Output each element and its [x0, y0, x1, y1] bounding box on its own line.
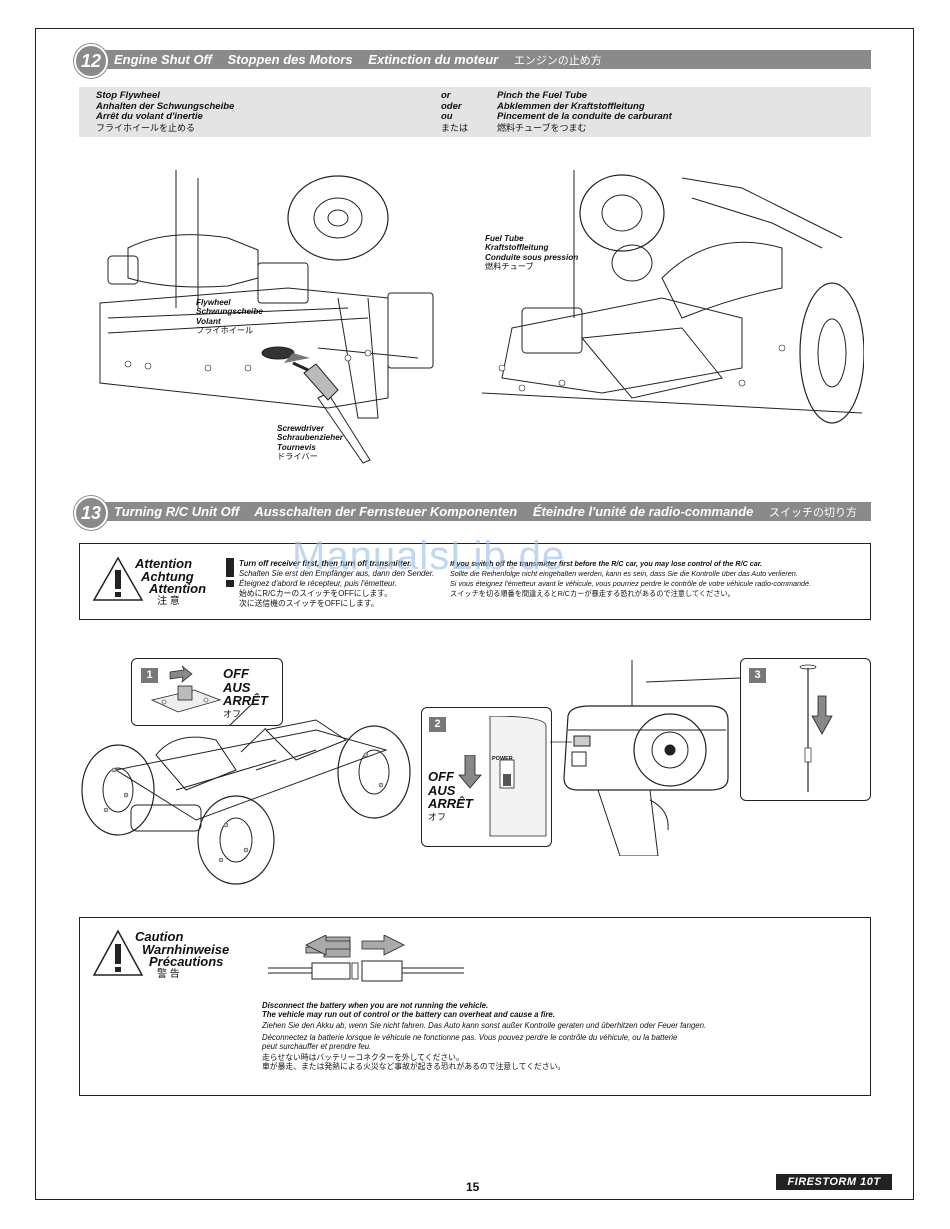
off-label-step2: OFF AUS ARRÊT オフ [428, 769, 473, 822]
caution-text: Disconnect the battery when you are not … [262, 1001, 707, 1072]
firestorm-logo: FIRESTORM 10T [776, 1174, 892, 1190]
section-13-title-de: Ausschalten der Fernsteuer Komponenten [254, 504, 518, 519]
page-frame [35, 28, 914, 1200]
power-label: POWER [492, 756, 513, 762]
flywheel-illustration [99, 170, 434, 464]
step-2-number: 2 [429, 717, 446, 732]
fuel-tube-illustration [482, 170, 864, 424]
section-12-title-en: Engine Shut Off [114, 52, 212, 67]
warning-icon [92, 556, 144, 601]
rc-car-illustration [81, 701, 411, 885]
attention-heading: Attention Achtung Attention 注 意 [135, 556, 207, 607]
section-12-title-bar: Engine Shut Off Stoppen des Motors Extin… [92, 50, 871, 69]
receiver-switch-icon [150, 665, 222, 713]
battery-connector-illustration [268, 935, 464, 982]
page-number: 15 [466, 1180, 480, 1194]
section-12-title-jp: エンジンの止め方 [513, 55, 602, 67]
flywheel-label: Flywheel Schwungscheibe Volant フライホイール [196, 298, 263, 336]
attention-text-right: If you switch off the transmitter first … [450, 559, 811, 598]
left-instruction: Stop Flywheel Anhalten der Schwungscheib… [96, 90, 235, 133]
right-instruction: Pinch the Fuel Tube Abklemmen der Krafts… [497, 90, 672, 133]
attention-box [79, 543, 871, 620]
screwdriver-label: Screwdriver Schraubenzieher Tournevis ドラ… [277, 424, 343, 462]
attention-text-left: Turn off receiver first, then turn off t… [239, 559, 435, 608]
section-13-title-bar: Turning R/C Unit Off Ausschalten der Fer… [92, 502, 871, 521]
antenna-icon [799, 664, 833, 792]
section-12-title-fr: Extinction du moteur [368, 52, 499, 67]
caution-box [79, 917, 871, 1096]
section-12-instruction-bar [79, 87, 871, 137]
step-1-number: 1 [141, 668, 158, 683]
section-13-title-en: Turning R/C Unit Off [114, 504, 240, 519]
or-words: or oder ou または [441, 90, 469, 133]
transmitter-illustration [550, 660, 740, 856]
watermark: ManualsLib.de [292, 534, 566, 578]
down-arrow-icon [458, 755, 482, 789]
section-12-title-de: Stoppen des Motors [227, 52, 353, 67]
step-3-number: 3 [749, 668, 766, 683]
section-12-number: 12 [74, 44, 108, 78]
fuel-tube-label: Fuel Tube Kraftstoffleitung Conduite sou… [485, 234, 579, 272]
section-13-number: 13 [74, 496, 108, 530]
exclamation-icon [226, 558, 234, 587]
power-switch-panel [489, 716, 547, 837]
section-13-title-fr: Éteindre l'unité de radio-commande [532, 504, 754, 519]
off-label-step1: OFF AUS ARRÊT オフ [223, 666, 268, 719]
section-13-title-jp: スイッチの切り方 [769, 507, 858, 519]
caution-heading: Caution Warnhinweise Précautions 警 告 [135, 929, 230, 980]
caution-warning-icon [92, 929, 144, 976]
